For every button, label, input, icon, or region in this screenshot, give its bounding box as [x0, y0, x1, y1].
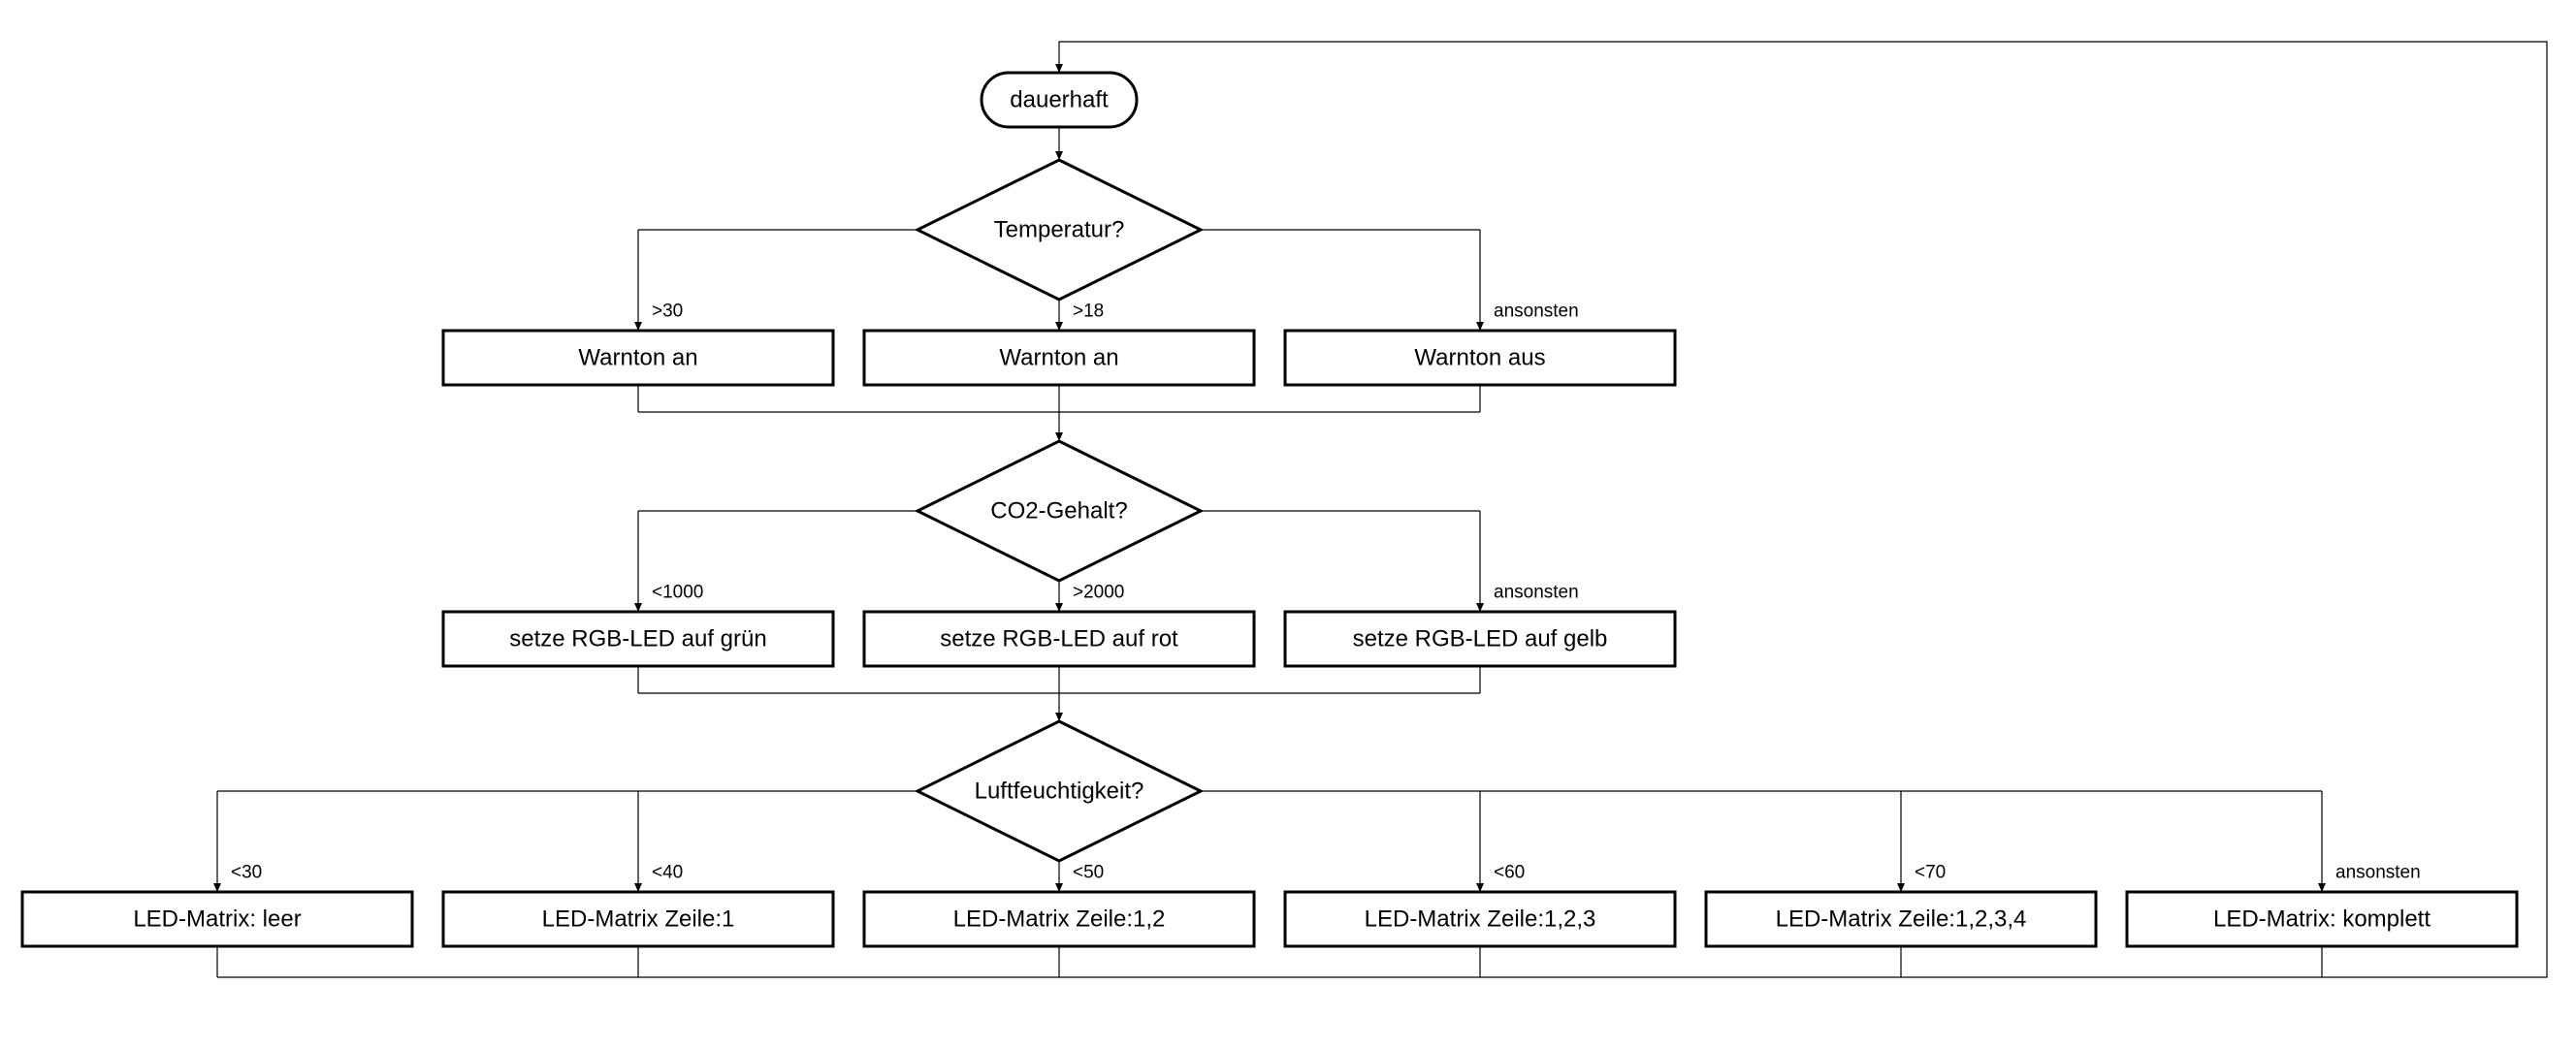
branch-condition-label: <60: [1494, 863, 1525, 883]
branch-condition-label: ansonsten: [1494, 583, 1579, 603]
action-box: Warnton aus: [1283, 329, 1677, 387]
action-rect: [862, 890, 1256, 948]
decision-question: CO2-Gehalt?: [990, 498, 1127, 524]
action-label: Warnton aus: [1414, 345, 1545, 371]
action-box: Warnton an: [441, 329, 835, 387]
action-rect: [1283, 610, 1677, 668]
start-node: dauerhaft: [980, 71, 1139, 129]
action-rect: [20, 890, 414, 948]
action-rect: [1283, 329, 1677, 387]
branch-condition-label: >18: [1073, 302, 1104, 322]
action-label: LED-Matrix: komplett: [2213, 906, 2431, 933]
action-label: LED-Matrix Zeile:1: [542, 906, 735, 933]
action-box: LED-Matrix Zeile:1,2,3,4: [1704, 890, 2098, 948]
decision-diamond: [914, 719, 1205, 863]
action-rect: [862, 329, 1256, 387]
decision-1: Temperatur?: [914, 158, 1205, 302]
action-label: Warnton an: [999, 345, 1118, 371]
branch-condition-label: <70: [1915, 863, 1946, 883]
action-rect: [862, 610, 1256, 668]
action-box: LED-Matrix Zeile:1,2,3: [1283, 890, 1677, 948]
action-box: setze RGB-LED auf rot: [862, 610, 1256, 668]
branch-condition-label: ansonsten: [1494, 302, 1579, 322]
action-label: LED-Matrix Zeile:1,2: [953, 906, 1166, 933]
action-box: LED-Matrix: leer: [20, 890, 414, 948]
branch-condition-label: ansonsten: [2335, 863, 2421, 883]
start-label: dauerhaft: [1010, 87, 1109, 113]
action-label: LED-Matrix: leer: [133, 906, 301, 933]
action-label: Warnton an: [578, 345, 697, 371]
branch-condition-label: <50: [1073, 863, 1104, 883]
action-box: setze RGB-LED auf gelb: [1283, 610, 1677, 668]
action-rect: [441, 329, 835, 387]
action-label: LED-Matrix Zeile:1,2,3,4: [1776, 906, 2027, 933]
decision-3: Luftfeuchtigkeit?: [914, 719, 1205, 863]
action-label: setze RGB-LED auf rot: [940, 626, 1178, 652]
action-rect: [2125, 890, 2519, 948]
action-label: setze RGB-LED auf grün: [509, 626, 766, 652]
branch-condition-label: >2000: [1073, 583, 1124, 603]
action-rect: [1283, 890, 1677, 948]
action-rect: [1704, 890, 2098, 948]
action-box: LED-Matrix Zeile:1,2: [862, 890, 1256, 948]
decision-diamond: [914, 158, 1205, 302]
decision-question: Temperatur?: [994, 217, 1125, 243]
action-box: Warnton an: [862, 329, 1256, 387]
action-label: setze RGB-LED auf gelb: [1353, 626, 1608, 652]
action-rect: [441, 610, 835, 668]
start-terminal-shape: [980, 71, 1139, 129]
action-rect: [441, 890, 835, 948]
decision-question: Luftfeuchtigkeit?: [975, 779, 1144, 805]
decision-2: CO2-Gehalt?: [914, 439, 1205, 583]
branch-condition-label: <1000: [652, 583, 703, 603]
branch-condition-label: >30: [652, 302, 683, 322]
branch-condition-label: <30: [231, 863, 262, 883]
action-box: LED-Matrix: komplett: [2125, 890, 2519, 948]
action-box: setze RGB-LED auf grün: [441, 610, 835, 668]
branch-condition-label: <40: [652, 863, 683, 883]
edge-loop-back: [217, 41, 2548, 978]
action-box: LED-Matrix Zeile:1: [441, 890, 835, 948]
connectors: [213, 41, 2548, 978]
action-label: LED-Matrix Zeile:1,2,3: [1365, 906, 1596, 933]
decision-diamond: [914, 439, 1205, 583]
